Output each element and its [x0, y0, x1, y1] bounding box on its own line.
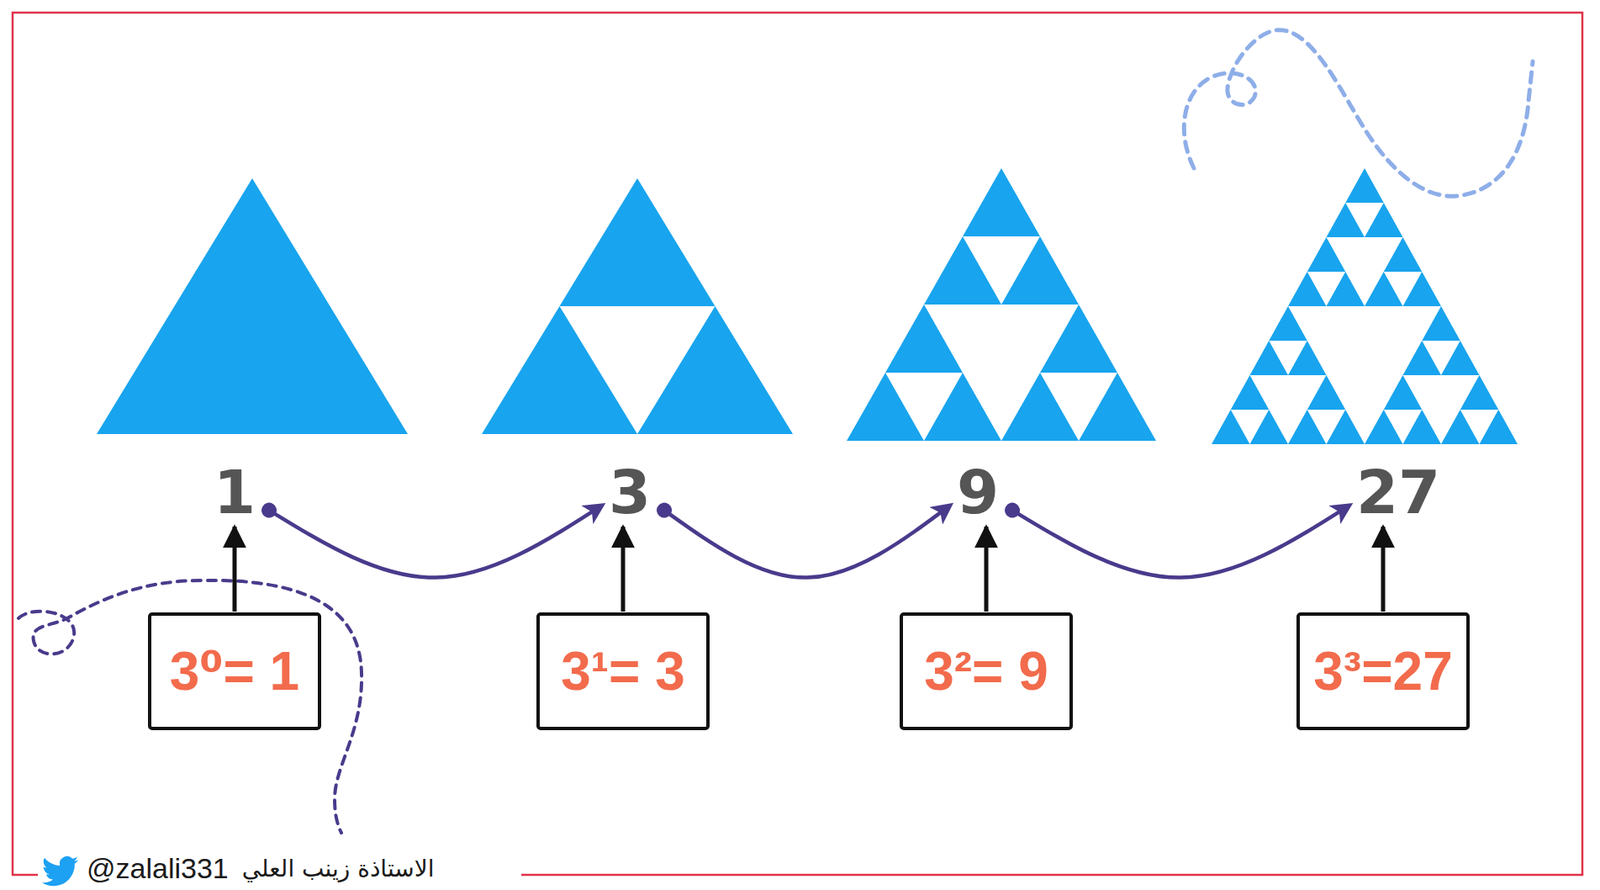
power-value-text: 9 — [956, 461, 999, 523]
sierpinski-triangle — [481, 178, 793, 434]
power-value: 1 — [213, 461, 256, 523]
power-arrow — [984, 526, 989, 612]
power-value: 3 — [608, 461, 651, 523]
power-value: 27 — [1356, 461, 1441, 523]
power-equation: 3²= 9 — [924, 641, 1049, 701]
decor-curve — [1183, 30, 1533, 197]
decor-curve — [18, 580, 362, 833]
sequence-arrow — [1012, 505, 1350, 578]
author-name: الاستاذة زينب العلي — [242, 854, 435, 883]
power-box: 3²= 9 — [899, 612, 1073, 730]
sierpinski-triangle — [846, 168, 1157, 441]
power-value-text: 1 — [213, 461, 256, 523]
power-equation: 3¹= 3 — [560, 641, 686, 701]
power-box: 3¹= 3 — [536, 612, 710, 730]
power-value-text: 3 — [608, 461, 651, 523]
twitter-handle: @zalali331 — [86, 850, 229, 886]
power-box: 3⁰= 1 — [147, 612, 322, 730]
sequence-arrow — [664, 505, 951, 578]
power-value-text: 27 — [1356, 461, 1441, 523]
power-box: 3³=27 — [1296, 612, 1470, 730]
power-value: 9 — [956, 461, 999, 523]
twitter-bird — [42, 855, 79, 886]
power-arrow — [232, 526, 238, 612]
power-arrow — [621, 526, 626, 612]
sequence-arrow — [269, 505, 602, 578]
sierpinski-triangle — [96, 178, 408, 434]
power-equation: 3³=27 — [1313, 641, 1453, 701]
sierpinski-triangle — [1211, 168, 1518, 444]
power-equation: 3⁰= 1 — [169, 641, 300, 701]
page-frame — [12, 12, 1583, 875]
power-arrow — [1381, 526, 1386, 612]
